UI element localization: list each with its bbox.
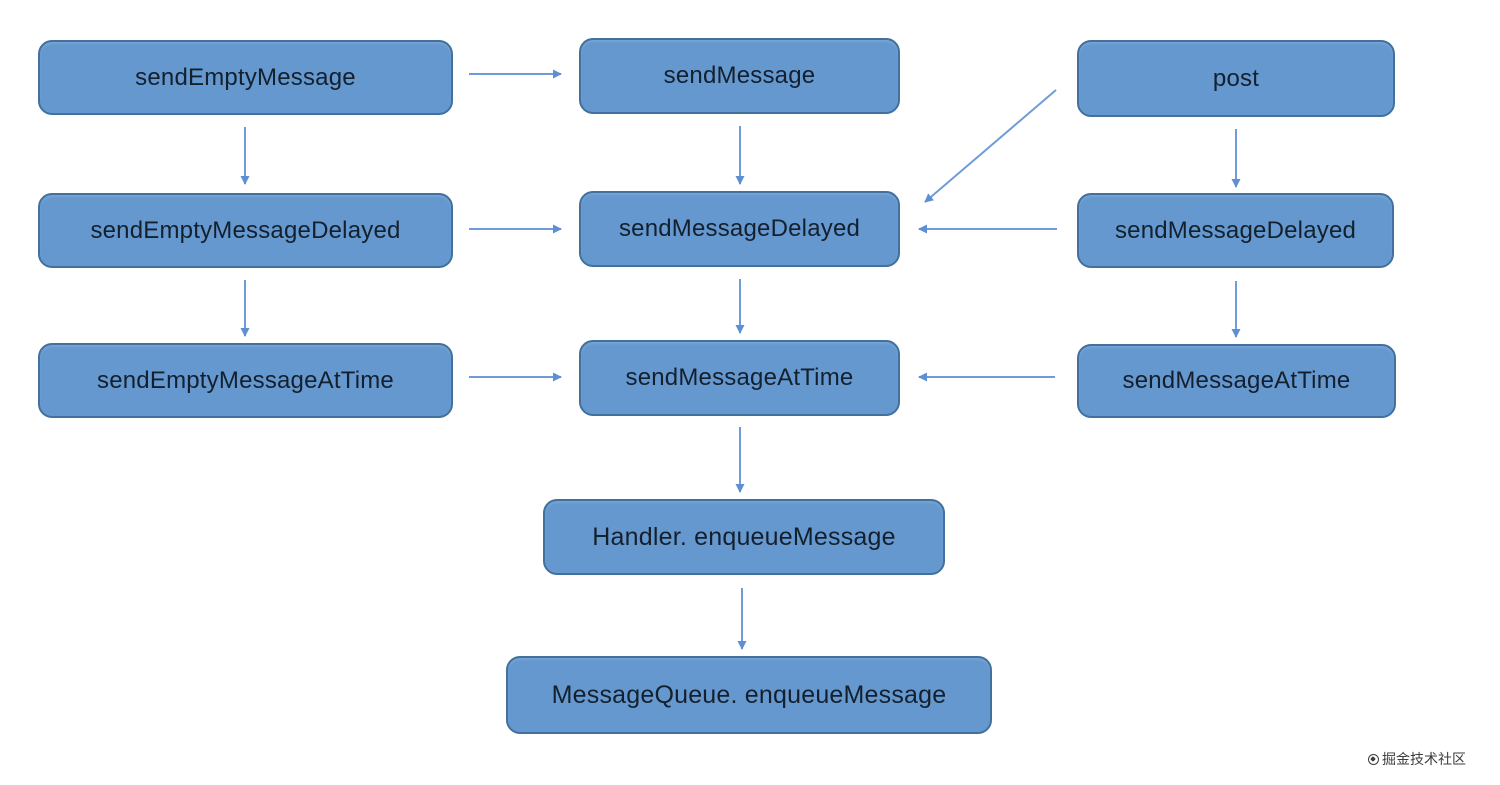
- node-handler-enqueue-message: Handler. enqueueMessage: [543, 499, 945, 575]
- node-send-message: sendMessage: [579, 38, 900, 114]
- node-send-message-at-time-right: sendMessageAtTime: [1077, 344, 1396, 418]
- edge-post-to-sendMessageDelayed-center: [924, 89, 1057, 203]
- juejin-logo-icon: [1368, 753, 1379, 765]
- node-post: post: [1077, 40, 1395, 117]
- watermark-text: 掘金技术社区: [1382, 751, 1466, 767]
- node-send-empty-message: sendEmptyMessage: [38, 40, 453, 115]
- node-send-empty-message-delayed: sendEmptyMessageDelayed: [38, 193, 453, 268]
- node-send-message-delayed-center: sendMessageDelayed: [579, 191, 900, 267]
- node-send-message-at-time-center: sendMessageAtTime: [579, 340, 900, 416]
- node-message-queue-enqueue-message: MessageQueue. enqueueMessage: [506, 656, 992, 734]
- node-send-empty-message-at-time: sendEmptyMessageAtTime: [38, 343, 453, 418]
- watermark: 掘金技术社区: [1368, 749, 1466, 769]
- node-send-message-delayed-right: sendMessageDelayed: [1077, 193, 1394, 268]
